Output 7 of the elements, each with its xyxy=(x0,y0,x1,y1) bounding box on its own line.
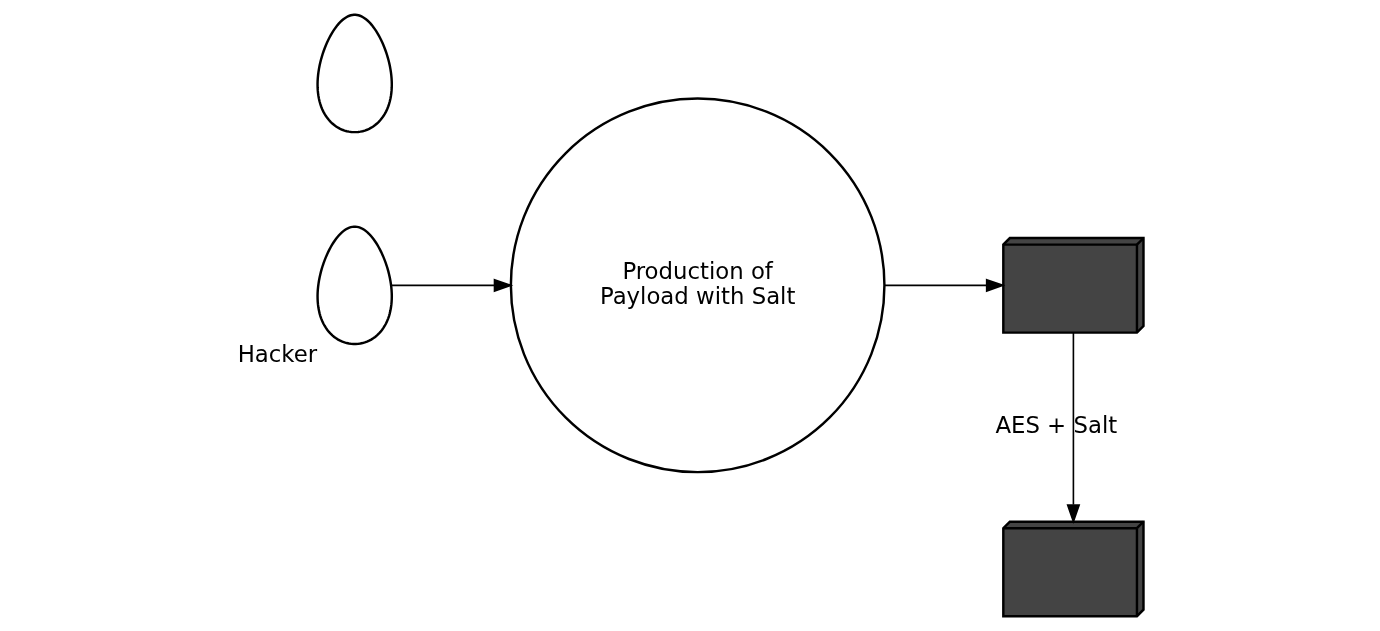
node-circle: Production of Payload with Salt xyxy=(509,97,886,474)
arrow xyxy=(883,278,1005,293)
arrow xyxy=(390,278,513,293)
arrow xyxy=(1066,332,1080,524)
edge-label: AES + Salt xyxy=(994,412,1117,439)
node-label: Hacker xyxy=(237,341,317,368)
node-person xyxy=(315,13,393,134)
